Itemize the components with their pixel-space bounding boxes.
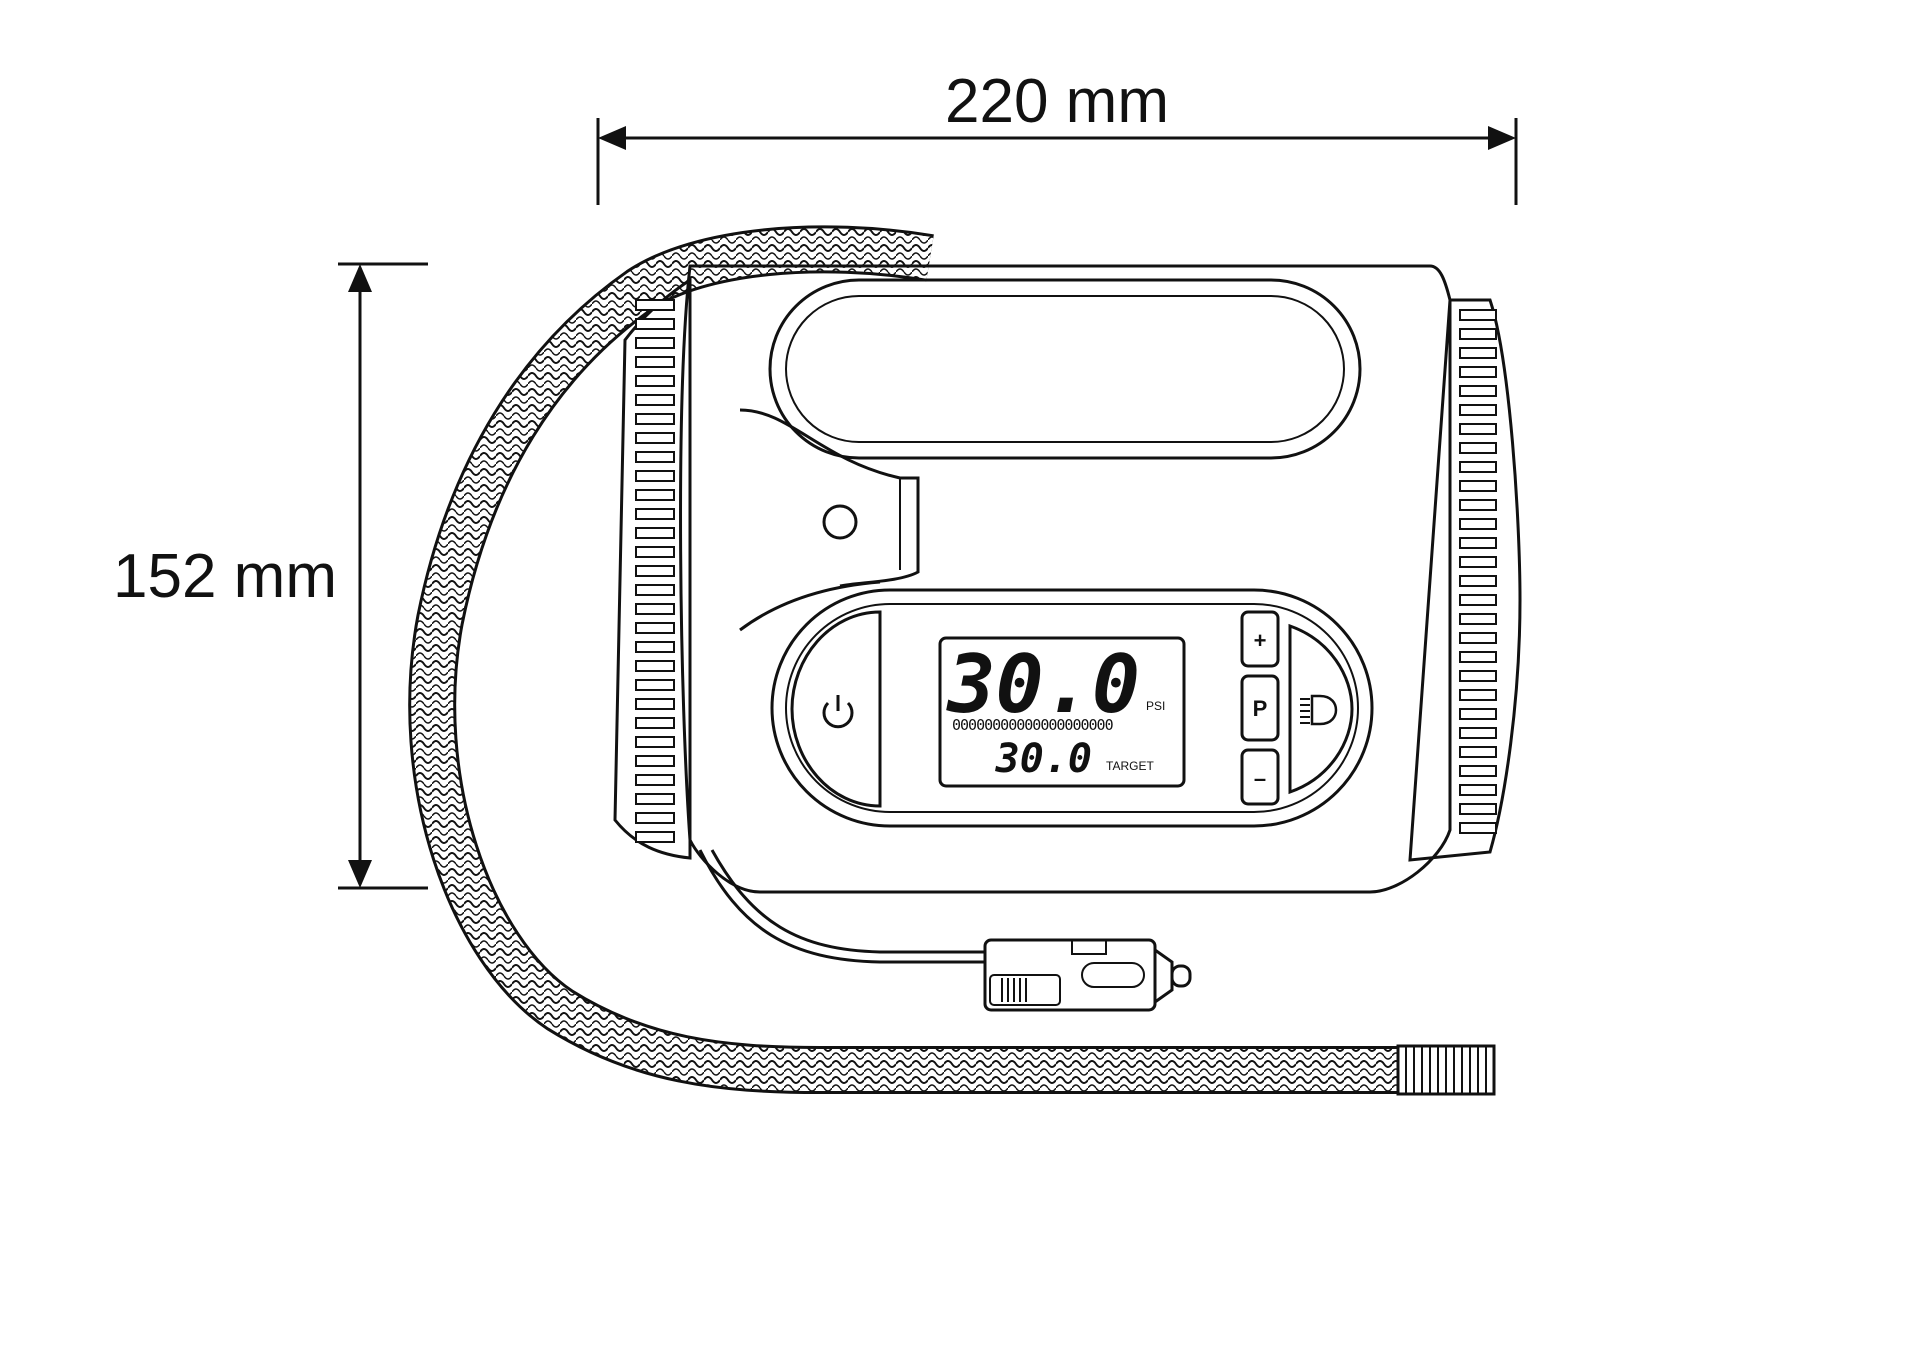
grip-slot: [1459, 689, 1497, 701]
power-cable: [698, 849, 985, 964]
target-label: TARGET: [1106, 759, 1154, 773]
grip-slot: [1459, 613, 1497, 625]
grip-slot: [635, 736, 675, 748]
grip-slot: [635, 565, 675, 577]
grip-slot: [635, 470, 675, 482]
grip-slot: [1459, 670, 1497, 682]
left-grip: [613, 277, 692, 860]
preset-button[interactable]: P: [1240, 674, 1280, 742]
grip-slot: [1459, 423, 1497, 435]
grip-slot: [635, 660, 675, 672]
pressure-unit: PSI: [1146, 699, 1165, 713]
grip-slot: [1459, 442, 1497, 454]
grip-slot: [635, 318, 675, 330]
target-reading: 30.0: [995, 736, 1092, 782]
carry-handle[interactable]: [768, 278, 1362, 460]
right-grip: [1408, 298, 1522, 862]
control-panel: 30.0 PSI 00000000000000000000 30.0 TARGE…: [770, 588, 1374, 828]
grip-slot: [1459, 518, 1497, 530]
air-vent: [822, 504, 858, 540]
grip-slot: [635, 622, 675, 634]
grip-slot: [635, 432, 675, 444]
grip-slot: [635, 451, 675, 463]
svg-text:–: –: [1254, 766, 1266, 791]
grip-slot: [1459, 556, 1497, 568]
grip-slot: [635, 584, 675, 596]
grip-slot: [1459, 727, 1497, 739]
grip-slot: [1459, 822, 1497, 834]
light-button[interactable]: [1288, 623, 1354, 795]
grip-slot: [1459, 461, 1497, 473]
height-label: 152 mm: [113, 542, 337, 611]
grip-slot: [1459, 347, 1497, 359]
compressor-body: [679, 264, 1452, 894]
grip-slot: [635, 413, 675, 425]
grip-slot: [635, 527, 675, 539]
grip-slot: [635, 755, 675, 767]
grip-slot: [1459, 708, 1497, 720]
grip-slot: [1459, 594, 1497, 606]
grip-slot: [1459, 499, 1497, 511]
grip-slot: [1459, 784, 1497, 796]
grip-slot: [635, 812, 675, 824]
grip-slot: [635, 679, 675, 691]
grip-slot: [1459, 537, 1497, 549]
power-icon: [822, 695, 854, 729]
grip-slot: [1459, 328, 1497, 340]
grip-slot: [1459, 480, 1497, 492]
grip-slot: [1459, 803, 1497, 815]
grip-slot: [1459, 765, 1497, 777]
grip-slot: [635, 698, 675, 710]
grip-slot: [1459, 632, 1497, 644]
grip-slot: [635, 717, 675, 729]
grip-slot: [635, 375, 675, 387]
grip-slot: [635, 394, 675, 406]
grip-slot: [635, 299, 675, 311]
grip-slot: [635, 831, 675, 843]
power-button[interactable]: [790, 610, 882, 808]
grip-slot: [1459, 575, 1497, 587]
grip-slot: [1459, 404, 1497, 416]
car-plug: [983, 938, 1192, 1012]
height-dimension: 152 mm: [113, 262, 428, 890]
headlight-icon: [1300, 694, 1338, 726]
grip-slot: [635, 793, 675, 805]
minus-button[interactable]: –: [1240, 748, 1280, 806]
width-label: 220 mm: [945, 67, 1169, 136]
grip-slot: [635, 603, 675, 615]
grip-slot: [1459, 366, 1497, 378]
grip-slot: [1459, 309, 1497, 321]
grip-slot: [1459, 746, 1497, 758]
grip-slot: [635, 489, 675, 501]
width-dimension: 220 mm: [596, 67, 1518, 205]
svg-text:+: +: [1254, 628, 1267, 653]
grip-slot: [1459, 651, 1497, 663]
svg-text:P: P: [1253, 696, 1268, 721]
lcd-display: 30.0 PSI 00000000000000000000 30.0 TARGE…: [938, 636, 1186, 788]
pressure-reading: 30.0: [945, 638, 1140, 731]
grip-slot: [1459, 385, 1497, 397]
grip-slot: [635, 774, 675, 786]
grip-slot: [635, 337, 675, 349]
grip-slot: [635, 641, 675, 653]
plus-button[interactable]: +: [1240, 610, 1280, 668]
grip-slot: [635, 356, 675, 368]
grip-slot: [635, 508, 675, 520]
pressure-bar-graph: 00000000000000000000: [952, 716, 1114, 734]
grip-slot: [635, 546, 675, 558]
